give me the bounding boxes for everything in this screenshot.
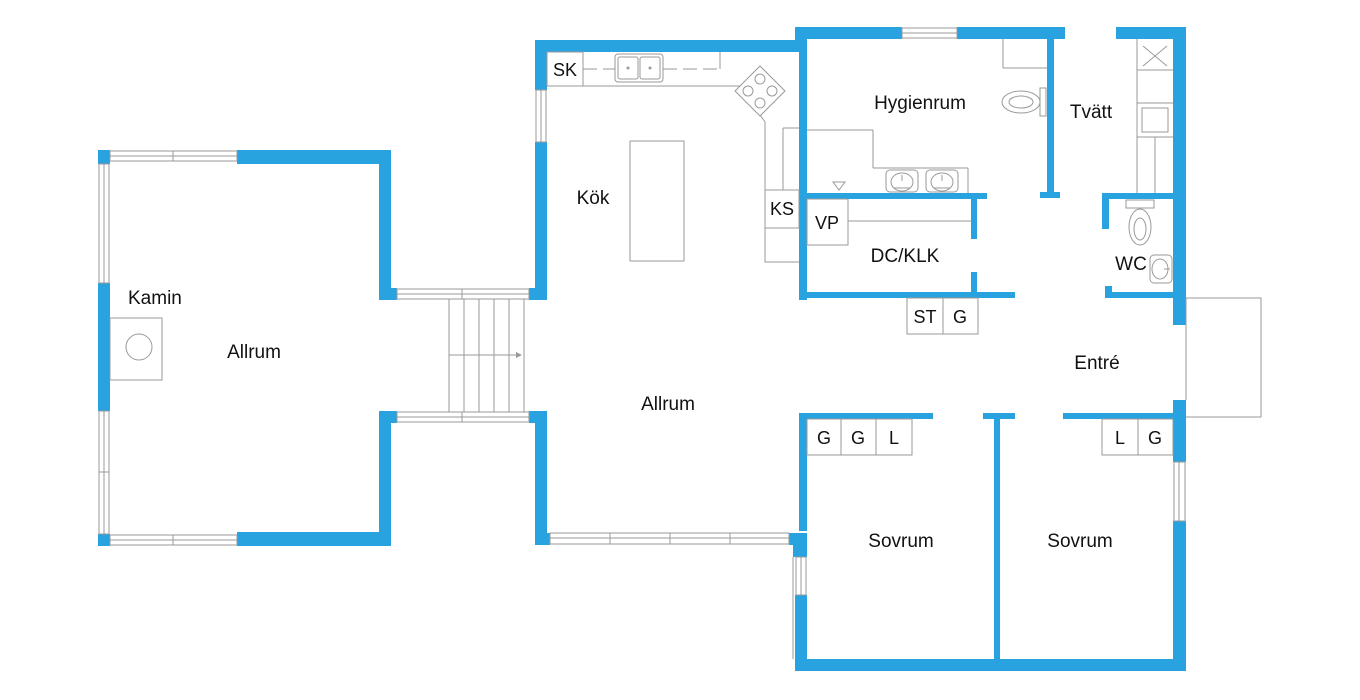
washbasin-icon	[925, 169, 959, 193]
wall	[1105, 292, 1186, 298]
room-label-allrum-left: Allrum	[227, 342, 281, 363]
wall	[1102, 193, 1109, 229]
room-label-kok: Kök	[577, 188, 610, 209]
stairs-arrow-icon	[516, 352, 522, 358]
cabinet-label-l-bed2: L	[1115, 428, 1125, 448]
room-label-hygienrum: Hygienrum	[874, 93, 966, 114]
cabinet-label-g-hall: G	[953, 307, 967, 327]
wall	[98, 283, 110, 411]
wall	[535, 40, 547, 90]
room-label-wc: WC	[1115, 254, 1147, 275]
wall	[971, 193, 977, 239]
wall	[1040, 192, 1060, 198]
wall	[1173, 400, 1186, 462]
cabinet-label-l-bed1: L	[889, 428, 899, 448]
wall	[793, 533, 807, 557]
room-label-sovrum-1: Sovrum	[868, 531, 933, 552]
stairs	[448, 299, 525, 412]
room-label-dc-klk: DC/KLK	[871, 246, 940, 267]
kitchen-sink-icon	[614, 53, 664, 83]
windows	[98, 27, 1186, 596]
cabinet-label-ks: KS	[770, 199, 794, 219]
wall	[957, 27, 1065, 39]
stove-icon	[734, 65, 786, 117]
room-label-entre: Entré	[1074, 353, 1119, 374]
wall	[1063, 413, 1186, 419]
wall	[799, 45, 807, 300]
wall	[535, 411, 547, 545]
cabinet-label-g-bed1-b: G	[851, 428, 865, 448]
wall	[535, 142, 547, 300]
hygien-fixtures	[807, 39, 1047, 193]
wall	[237, 150, 391, 164]
room-label-sovrum-2: Sovrum	[1047, 531, 1112, 552]
wall	[799, 292, 1015, 298]
wall	[795, 27, 902, 39]
wall	[535, 40, 805, 52]
wall	[1173, 521, 1186, 671]
wall	[1047, 27, 1054, 197]
toilet-icon	[1001, 87, 1047, 117]
wall	[799, 413, 807, 531]
cabinet-label-vp: VP	[815, 213, 839, 233]
wall	[535, 533, 550, 545]
cabinet-label-sk: SK	[553, 60, 577, 80]
washbasin-icon	[1149, 254, 1173, 284]
wall	[98, 534, 110, 546]
kitchen-island	[629, 140, 685, 262]
room-labels: Kamin Allrum Kök Allrum Hygienrum Tvätt …	[128, 93, 1147, 552]
wall	[795, 595, 807, 671]
room-label-tvatt: Tvätt	[1070, 102, 1113, 123]
cabinet-labels: SK KS VP ST G G G L L G	[553, 60, 1162, 448]
wall	[379, 411, 391, 546]
washbasin-icon	[885, 169, 919, 193]
cabinet-label-st: ST	[913, 307, 936, 327]
cabinet-label-g-bed2: G	[1148, 428, 1162, 448]
room-label-allrum-main: Allrum	[641, 394, 695, 415]
wall	[795, 659, 1186, 671]
toilet-icon	[1125, 199, 1155, 246]
fixtures	[109, 39, 1262, 659]
wall	[799, 193, 987, 199]
cabinet-label-g-bed1-a: G	[817, 428, 831, 448]
wall	[1116, 27, 1186, 39]
laundry-fixtures	[1136, 39, 1173, 193]
entrance-porch	[1185, 297, 1262, 418]
wall	[1173, 27, 1186, 325]
wall	[799, 413, 933, 419]
fireplace	[109, 317, 163, 381]
wall	[379, 411, 397, 423]
wall	[237, 532, 391, 546]
wall	[1102, 193, 1186, 199]
wall	[98, 150, 110, 164]
wall	[379, 288, 397, 300]
wall	[971, 272, 977, 298]
room-label-kamin: Kamin	[128, 288, 182, 309]
wall	[994, 413, 1000, 671]
walls	[98, 27, 1186, 671]
wall	[379, 150, 391, 300]
